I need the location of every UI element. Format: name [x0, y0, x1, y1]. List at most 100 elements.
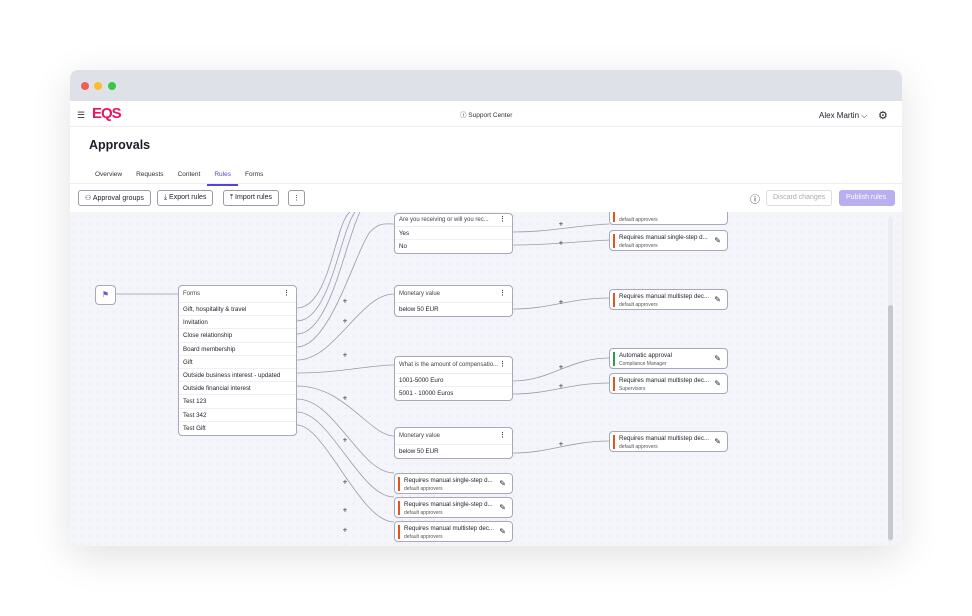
add-node-icon[interactable]: +: [342, 296, 348, 306]
edge: [512, 239, 610, 246]
browser-window: ☰ EQS ⓘ Support Center Alex Martin ⌵ ⚙ A…: [70, 70, 902, 546]
export-rules-button[interactable]: ⤓ Export rules: [157, 190, 214, 206]
add-node-icon[interactable]: +: [342, 350, 348, 360]
kebab-menu-icon[interactable]: ⋮: [499, 216, 506, 223]
add-node-icon[interactable]: +: [342, 435, 348, 445]
gear-icon[interactable]: ⚙: [878, 110, 888, 122]
condition-node[interactable]: Monetary value⋮ below 50 EUR: [394, 285, 513, 318]
outcome-node[interactable]: Requires manual single-step d...default …: [394, 473, 513, 494]
rules-canvas[interactable]: + + + + + + + + + + + + + + + ⚑ Forms⋮ G…: [70, 212, 902, 546]
outcome-node[interactable]: Requires manual multistep dec...default …: [609, 431, 728, 452]
condition-item[interactable]: 5001 - 10000 Euros: [399, 390, 454, 398]
form-item[interactable]: Test 342: [179, 409, 296, 422]
outcome-title: Automatic approval: [619, 352, 672, 359]
outcome-node[interactable]: Requires manual single-step d...default …: [394, 497, 513, 518]
kebab-menu-icon[interactable]: ⋮: [499, 432, 506, 439]
form-item[interactable]: Test Gift: [183, 424, 206, 432]
edge: [296, 424, 395, 523]
outcome-node[interactable]: Requires manual multistep dec...default …: [609, 289, 728, 310]
condition-item[interactable]: No: [399, 243, 407, 251]
export-rules-label: Export rules: [169, 194, 207, 201]
condition-node[interactable]: What is the amount of compensatio...⋮ 10…: [394, 356, 513, 402]
tab-requests[interactable]: Requests: [136, 171, 164, 178]
add-node-icon[interactable]: +: [342, 505, 348, 515]
add-node-icon[interactable]: +: [342, 393, 348, 403]
user-menu[interactable]: Alex Martin ⌵: [819, 111, 868, 120]
outcome-title: Requires manual multistep dec...: [619, 377, 710, 384]
outcome-title: Requires manual single-step d...: [619, 234, 708, 241]
form-item[interactable]: Gift: [179, 356, 296, 369]
start-node[interactable]: ⚑: [95, 285, 116, 305]
tab-overview[interactable]: Overview: [95, 171, 123, 178]
edit-pencil-icon[interactable]: ✎: [499, 503, 506, 512]
approval-groups-label: Approval groups: [92, 195, 144, 202]
add-node-icon[interactable]: +: [342, 525, 348, 535]
kebab-menu-icon[interactable]: ⋮: [499, 361, 506, 368]
page-title: Approvals: [89, 138, 151, 152]
add-node-icon[interactable]: +: [558, 297, 564, 307]
node-header: Are you receiving or will you rec...: [399, 217, 489, 223]
outcome-node[interactable]: Requires manual single-step d...default …: [609, 230, 728, 251]
edit-pencil-icon[interactable]: ✎: [714, 379, 721, 388]
outcome-node[interactable]: Requires manual multistep dec...Supervis…: [609, 373, 728, 394]
users-icon: ⚇: [85, 195, 93, 202]
add-node-icon[interactable]: +: [342, 316, 348, 326]
tab-rules[interactable]: Rules: [207, 170, 238, 186]
tab-content[interactable]: Content: [177, 171, 201, 178]
scrollbar-thumb[interactable]: [888, 305, 893, 540]
edge: [296, 212, 361, 335]
tab-forms[interactable]: Forms: [244, 171, 264, 178]
import-rules-button[interactable]: ⤒ Import rules: [223, 190, 280, 206]
download-icon: ⤓: [164, 194, 170, 201]
support-center-link[interactable]: ⓘ Support Center: [460, 112, 513, 119]
kebab-menu-icon[interactable]: ⋮: [499, 290, 506, 297]
edit-pencil-icon[interactable]: ✎: [499, 527, 506, 536]
outcome-node[interactable]: default approvers: [609, 212, 728, 225]
approval-groups-button[interactable]: ⚇ Approval groups: [78, 190, 151, 206]
form-item[interactable]: Close relationship: [179, 329, 296, 343]
condition-item[interactable]: below 50 EUR: [399, 306, 439, 313]
add-node-icon[interactable]: +: [558, 238, 564, 248]
minimize-dot[interactable]: [94, 82, 102, 90]
more-options-button[interactable]: ⋮: [288, 190, 305, 206]
discard-changes-button[interactable]: Discard changes: [766, 190, 833, 206]
app-header: ☰ EQS ⓘ Support Center Alex Martin ⌵ ⚙: [70, 101, 902, 127]
condition-node[interactable]: Are you receiving or will you rec... ⋮ Ye…: [394, 213, 513, 255]
add-node-icon[interactable]: +: [558, 362, 564, 372]
edit-pencil-icon[interactable]: ✎: [714, 437, 721, 446]
condition-item[interactable]: Yes: [395, 227, 512, 241]
outcome-node[interactable]: Requires manual multistep dec...default …: [394, 521, 513, 542]
forms-node[interactable]: Forms⋮ Gift, hospitality & travel Invita…: [178, 285, 297, 436]
logo[interactable]: EQS: [92, 105, 122, 122]
add-node-icon[interactable]: +: [558, 381, 564, 391]
form-item[interactable]: Outside financial interest: [179, 382, 296, 396]
add-node-icon[interactable]: +: [342, 477, 348, 487]
condition-node[interactable]: Monetary value⋮ below 50 EUR: [394, 427, 513, 460]
add-node-icon[interactable]: +: [558, 219, 564, 229]
edge: [296, 293, 395, 361]
form-item[interactable]: Board membership: [179, 343, 296, 356]
outcome-subtitle: default approvers: [404, 510, 443, 516]
edge: [296, 212, 351, 309]
maximize-dot[interactable]: [108, 82, 116, 90]
publish-rules-button[interactable]: Publish rules: [839, 190, 895, 206]
edit-pencil-icon[interactable]: ✎: [714, 236, 721, 245]
hamburger-menu-icon[interactable]: ☰: [77, 110, 86, 120]
close-dot[interactable]: [81, 82, 89, 90]
outcome-subtitle: default approvers: [619, 217, 658, 223]
edit-pencil-icon[interactable]: ✎: [714, 295, 721, 304]
add-node-icon[interactable]: +: [343, 544, 348, 547]
form-item[interactable]: Invitation: [179, 316, 296, 330]
kebab-menu-icon[interactable]: ⋮: [283, 290, 290, 297]
edit-pencil-icon[interactable]: ✎: [714, 354, 721, 363]
condition-item[interactable]: below 50 EUR: [399, 448, 439, 455]
add-node-icon[interactable]: +: [558, 439, 564, 449]
edit-pencil-icon[interactable]: ✎: [499, 479, 506, 488]
edges: [115, 212, 610, 523]
help-icon[interactable]: ⓘ: [750, 195, 760, 206]
form-item[interactable]: Gift, hospitality & travel: [179, 303, 296, 317]
condition-item[interactable]: 1001-5000 Euro: [395, 374, 512, 388]
form-item[interactable]: Test 123: [179, 395, 296, 409]
form-item[interactable]: Outside business interest - updated: [179, 369, 296, 383]
